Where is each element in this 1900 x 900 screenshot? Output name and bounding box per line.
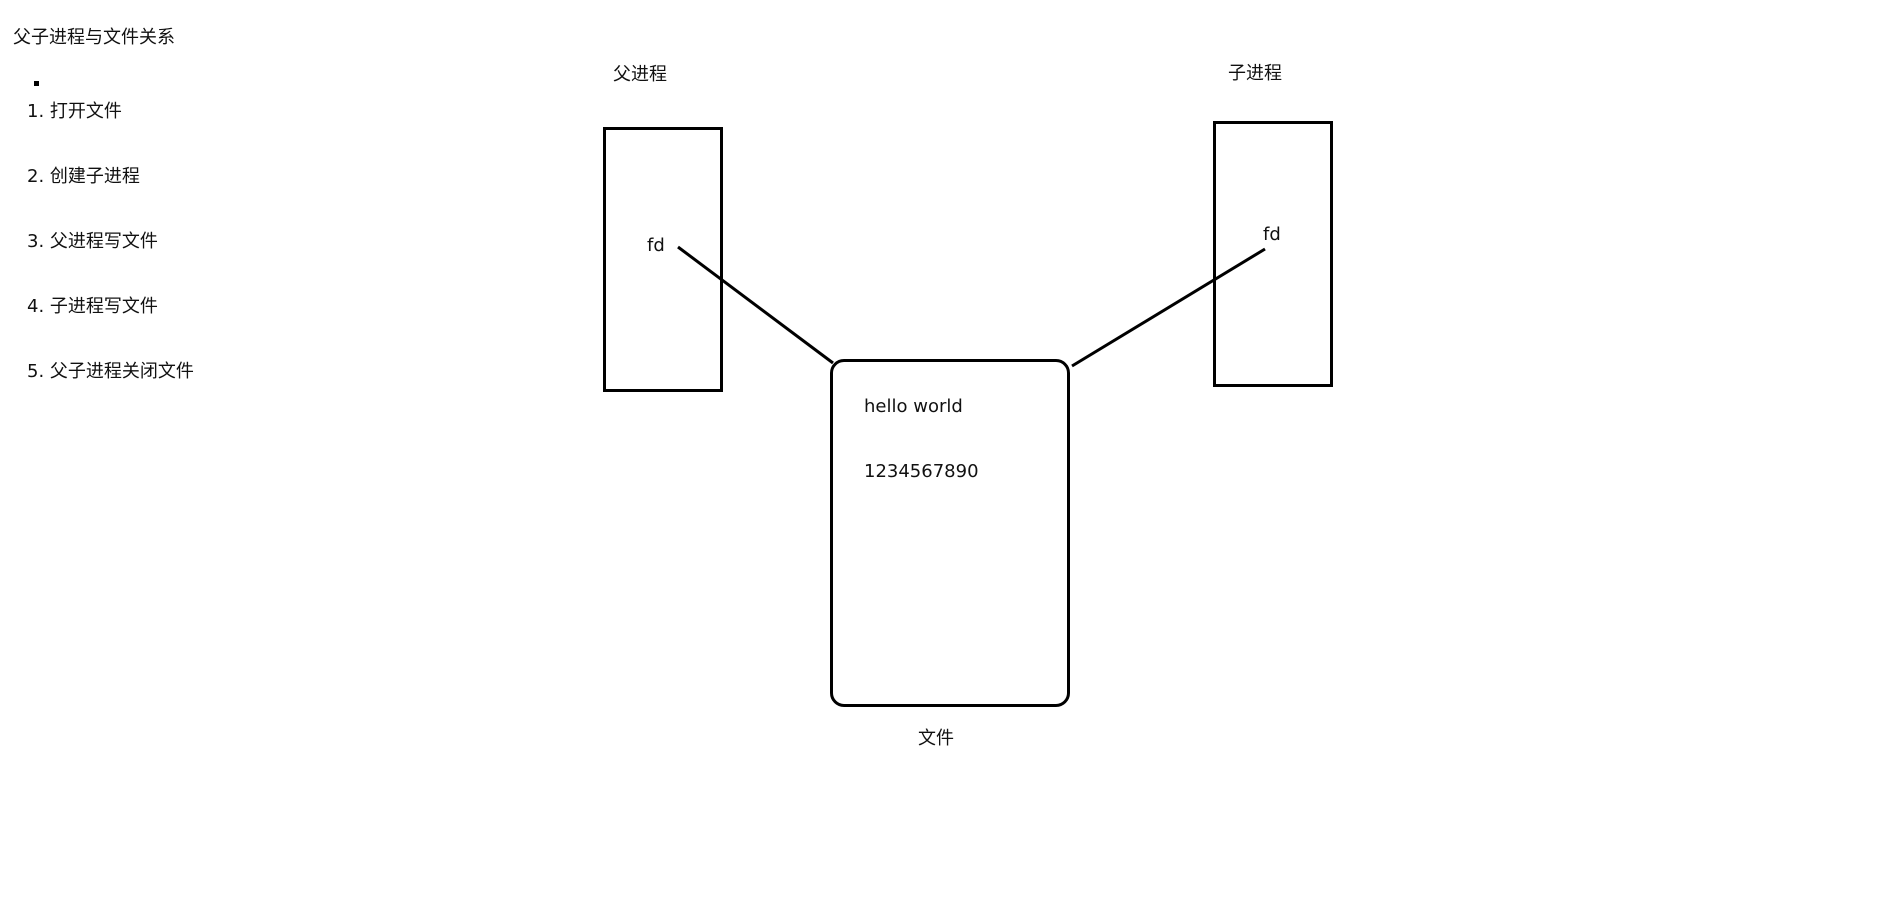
file-content-line-1: hello world	[864, 396, 963, 417]
page-title: 父子进程与文件关系	[13, 27, 175, 48]
step-item-3: 3. 父进程写文件	[27, 231, 158, 252]
step-item-2: 2. 创建子进程	[27, 166, 140, 187]
child-process-box	[1213, 121, 1333, 387]
file-box	[830, 359, 1070, 707]
file-content-line-2: 1234567890	[864, 461, 979, 482]
child-process-label: 子进程	[1228, 63, 1282, 84]
file-label: 文件	[918, 728, 954, 749]
bullet-marker	[34, 81, 39, 86]
step-list: 1. 打开文件 2. 创建子进程 3. 父进程写文件 4. 子进程写文件 5. …	[27, 100, 194, 425]
step-item-4: 4. 子进程写文件	[27, 296, 158, 317]
child-fd-label: fd	[1263, 224, 1281, 245]
step-item-1: 1. 打开文件	[27, 101, 122, 122]
parent-fd-label: fd	[647, 235, 665, 256]
parent-process-label: 父进程	[613, 64, 667, 85]
parent-process-box	[603, 127, 723, 392]
step-item-5: 5. 父子进程关闭文件	[27, 361, 194, 382]
